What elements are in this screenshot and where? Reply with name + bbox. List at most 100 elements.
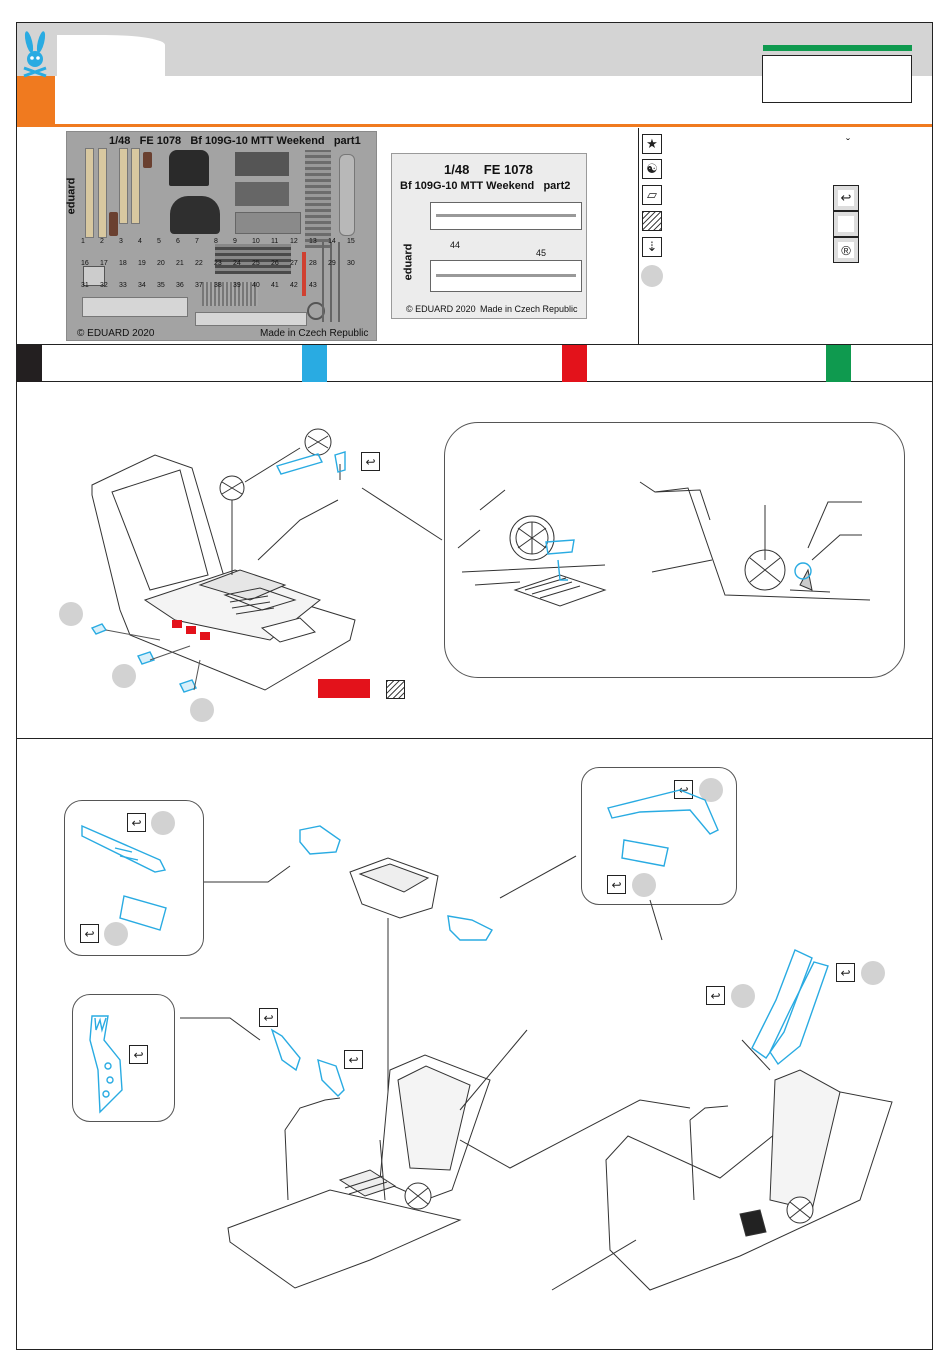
color-chip-blue bbox=[302, 345, 327, 382]
part-number: 43 bbox=[309, 282, 317, 289]
part-number: 12 bbox=[290, 238, 298, 245]
sheet2-copyright: © EDUARD 2020 bbox=[406, 304, 476, 314]
part-number: 1 bbox=[81, 238, 85, 245]
part-number: 42 bbox=[290, 282, 298, 289]
sheet1-made: Made in Czech Republic bbox=[260, 328, 369, 339]
rib-panel-2 bbox=[215, 244, 291, 274]
sheet1-code: FE 1078 bbox=[139, 135, 182, 147]
part-number: 22 bbox=[195, 260, 203, 267]
part-number: 36 bbox=[176, 282, 184, 289]
part-number: 5 bbox=[157, 238, 161, 245]
part-number: 25 bbox=[252, 260, 260, 267]
header-rule bbox=[17, 124, 932, 127]
part-number: 14 bbox=[328, 238, 336, 245]
part-number: 35 bbox=[157, 282, 165, 289]
sheet1-name: Bf 109G-10 MTT Weekend bbox=[190, 135, 325, 147]
header-accent bbox=[17, 76, 55, 125]
rib-panel bbox=[305, 150, 331, 248]
part-number-44: 44 bbox=[450, 240, 461, 250]
sheet2-scale: 1/48 bbox=[444, 162, 470, 177]
part-number: 23 bbox=[214, 260, 222, 267]
legend-mark: ˇ bbox=[846, 136, 850, 150]
step2-bend-box-5: ↩ bbox=[344, 1050, 363, 1069]
registered-icon: ® bbox=[833, 237, 859, 263]
color-chip-red bbox=[562, 345, 587, 382]
part-number: 32 bbox=[100, 282, 108, 289]
switch-panel-2 bbox=[235, 182, 289, 206]
step2-bend-box-3: ↩ bbox=[129, 1045, 148, 1064]
part-number: 26 bbox=[271, 260, 279, 267]
part-number: 41 bbox=[271, 282, 279, 289]
step2-circle-3 bbox=[699, 778, 723, 802]
long-strip bbox=[82, 297, 188, 317]
color-chip-green bbox=[826, 345, 851, 382]
belt-part-3 bbox=[119, 148, 128, 224]
step2-bend-box-1: ↩ bbox=[127, 813, 146, 832]
part-number: 7 bbox=[195, 238, 199, 245]
sheet1-part: part1 bbox=[333, 135, 361, 147]
part-number-circle bbox=[641, 265, 663, 287]
sheet2-code: FE 1078 bbox=[483, 162, 533, 177]
pedal-bubble-left bbox=[72, 994, 175, 1122]
part-number: 21 bbox=[176, 260, 184, 267]
part-number: 11 bbox=[271, 238, 279, 245]
part-number: 29 bbox=[328, 260, 336, 267]
step2-bend-box-7: ↩ bbox=[607, 875, 626, 894]
part-number: 27 bbox=[290, 260, 298, 267]
step2-circle-5 bbox=[731, 984, 755, 1008]
fret-sheet-part1: 1/48 FE 1078 Bf 109G-10 MTT Weekend part… bbox=[65, 131, 377, 341]
yin-yang-icon: ☯ bbox=[642, 159, 662, 179]
header-tab bbox=[57, 35, 165, 76]
part-number: 28 bbox=[309, 260, 317, 267]
step1-circle-c bbox=[190, 698, 214, 722]
belt-part-4 bbox=[131, 148, 140, 224]
label-plate bbox=[83, 266, 105, 286]
hatch-icon bbox=[642, 211, 662, 231]
part-number: 10 bbox=[252, 238, 260, 245]
step1-circle-b bbox=[112, 664, 136, 688]
belt-part-2 bbox=[98, 148, 107, 238]
part-number: 3 bbox=[119, 238, 123, 245]
step2-bend-box-4: ↩ bbox=[259, 1008, 278, 1027]
long-strip-2 bbox=[195, 312, 307, 326]
step1-bend-box: ↩ bbox=[361, 452, 380, 471]
step2-circle-4 bbox=[632, 873, 656, 897]
instrument-panel-upper bbox=[169, 150, 209, 186]
part-number: 8 bbox=[214, 238, 218, 245]
fin-parts bbox=[339, 154, 355, 236]
sheet-icon: ▱ bbox=[642, 185, 662, 205]
blank-icon bbox=[833, 211, 859, 237]
step2-circle-1 bbox=[151, 811, 175, 835]
title-box bbox=[762, 55, 912, 103]
rods bbox=[322, 242, 346, 322]
mesh-panel bbox=[202, 282, 258, 306]
color-strip bbox=[17, 344, 932, 382]
bend-icon: ↩ bbox=[833, 185, 859, 211]
step-divider bbox=[17, 738, 932, 739]
step1-red-swatch bbox=[318, 679, 370, 698]
part-number: 34 bbox=[138, 282, 146, 289]
part-number: 38 bbox=[214, 282, 222, 289]
sheet2-made: Made in Czech Republic bbox=[480, 304, 578, 314]
part-number: 24 bbox=[233, 260, 241, 267]
seat-pad bbox=[143, 152, 152, 168]
step2-bend-box-8: ↩ bbox=[706, 986, 725, 1005]
instrument-panel-lower bbox=[170, 196, 220, 234]
part-number: 13 bbox=[309, 238, 317, 245]
drill-icon: ⇣ bbox=[642, 237, 662, 257]
part-number: 15 bbox=[347, 238, 355, 245]
sheet1-scale: 1/48 bbox=[109, 135, 131, 147]
legend-panel bbox=[638, 128, 933, 344]
part-number: 31 bbox=[81, 282, 89, 289]
step2-circle-6 bbox=[861, 961, 885, 985]
sheet2-part: part2 bbox=[543, 180, 571, 192]
part-number: 37 bbox=[195, 282, 203, 289]
step2-bend-box-2: ↩ bbox=[80, 924, 99, 943]
step1-hatch-icon bbox=[386, 680, 405, 699]
strip-groove-45 bbox=[436, 274, 576, 277]
part-number-45: 45 bbox=[536, 248, 547, 258]
part-number: 33 bbox=[119, 282, 127, 289]
part-number: 9 bbox=[233, 238, 237, 245]
